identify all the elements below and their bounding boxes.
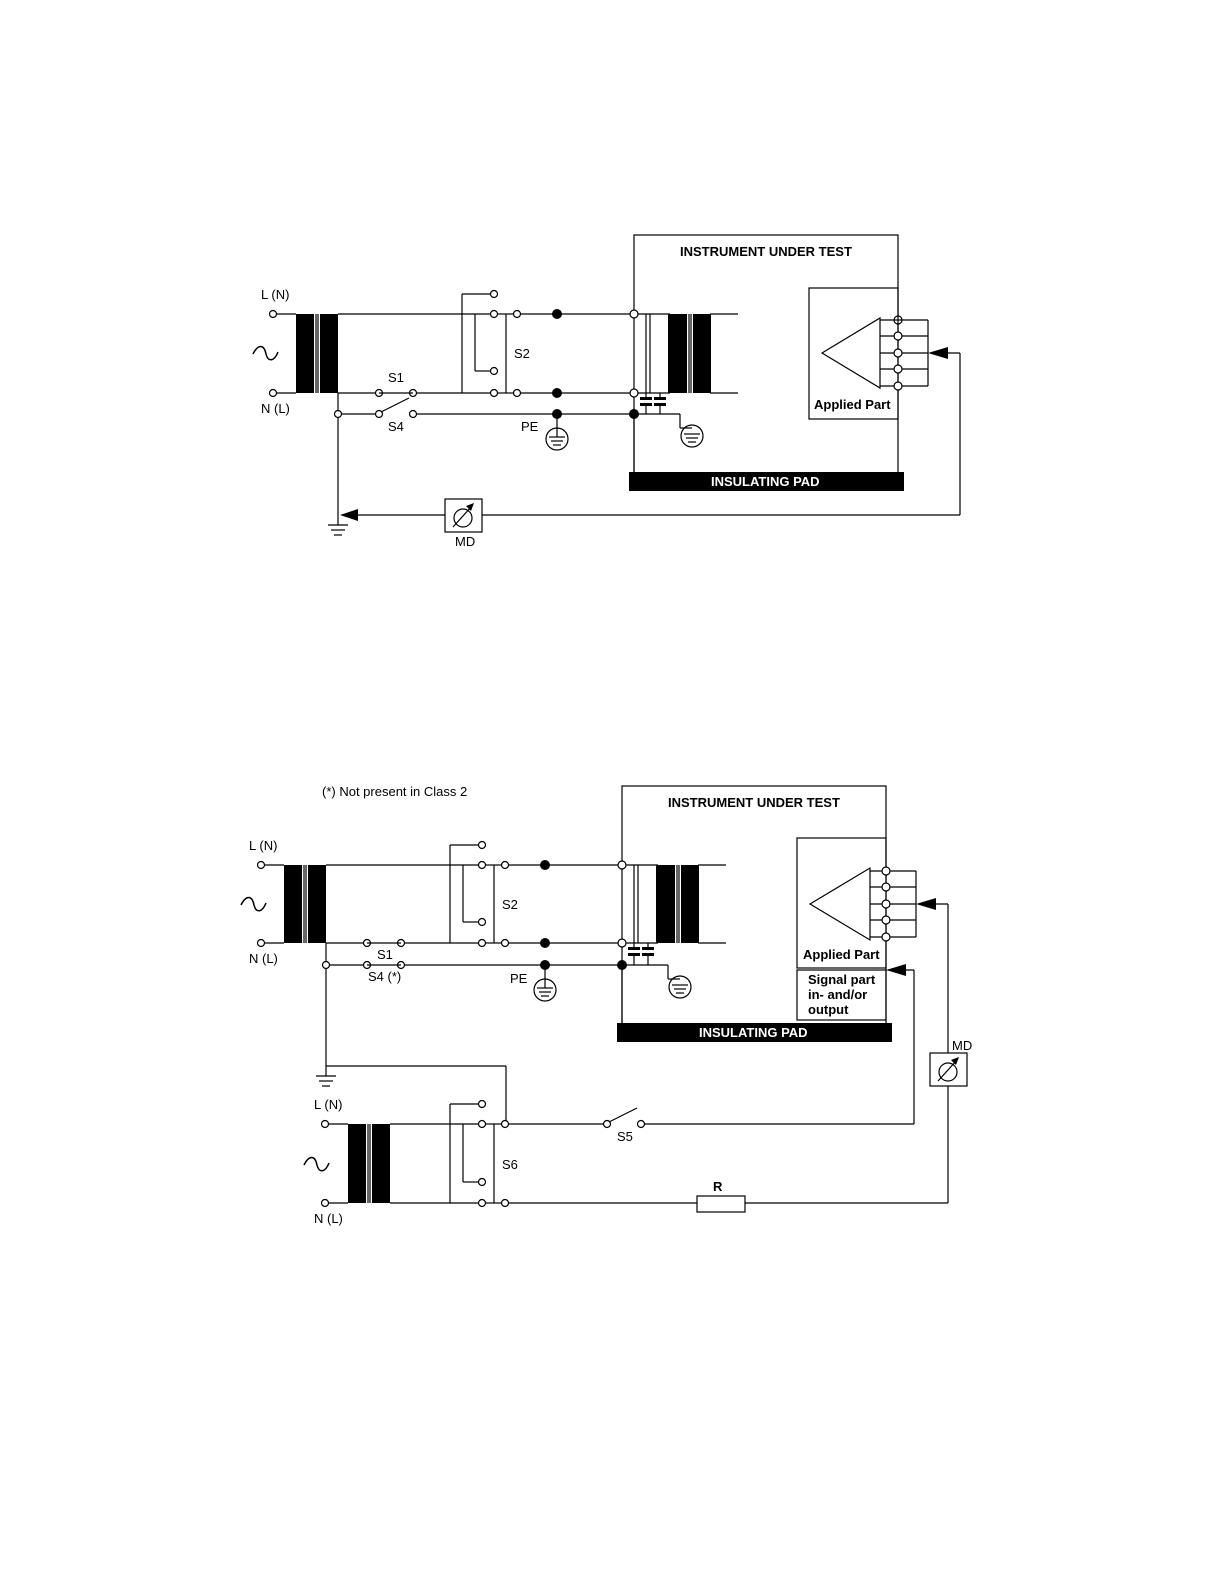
applied-part-connectors-2 xyxy=(870,867,916,941)
entry-terminal-l xyxy=(630,310,638,318)
measuring-device-icon xyxy=(445,499,482,532)
isolation-transformer-icon xyxy=(296,314,338,393)
junction-l xyxy=(552,309,562,319)
mains-label-n: N (L) xyxy=(261,401,290,416)
s1-label-2: S1 xyxy=(377,947,393,962)
junction-n-2 xyxy=(540,938,550,948)
s2-label-2: S2 xyxy=(502,897,518,912)
s4-terminal-b xyxy=(410,411,417,418)
earth-ground-icon-2 xyxy=(316,1066,336,1086)
signal-part-line-1: Signal part xyxy=(808,972,876,987)
class-note: (*) Not present in Class 2 xyxy=(322,784,467,799)
pe-ground-icon xyxy=(546,428,568,450)
earth-ground-icon xyxy=(328,515,348,535)
bottom-diagram: (*) Not present in Class 2 L (N) N (L) S… xyxy=(241,784,972,1226)
s6-label: S6 xyxy=(502,1157,518,1172)
insulating-pad-label: INSULATING PAD xyxy=(711,474,820,489)
pe-ground-icon-2 xyxy=(534,979,556,1001)
entry-terminal-l-2 xyxy=(618,861,626,869)
supply2-transformer-icon xyxy=(348,1124,390,1203)
supply2-terminal-n xyxy=(322,1200,329,1207)
md-label: MD xyxy=(455,534,475,549)
mains-terminal-n-2 xyxy=(258,940,265,947)
filter-capacitor-icon-2 xyxy=(628,943,654,965)
s2-switch-2 xyxy=(450,842,509,947)
supply2-label-n: N (L) xyxy=(314,1211,343,1226)
resistor-icon xyxy=(697,1196,745,1212)
s2-switch xyxy=(462,291,521,397)
s1-label: S1 xyxy=(388,370,404,385)
s5-terminal-b xyxy=(638,1121,645,1128)
ac-source-icon-3 xyxy=(304,1158,329,1171)
isolation-transformer-icon-2 xyxy=(284,865,326,943)
insulating-pad-label-2: INSULATING PAD xyxy=(699,1025,808,1040)
applied-part-label-2: Applied Part xyxy=(803,947,880,962)
instrument-title: INSTRUMENT UNDER TEST xyxy=(680,244,852,259)
pe-label-2: PE xyxy=(510,971,528,986)
internal-transformer-icon-2 xyxy=(634,865,699,943)
top-diagram: L (N) N (L) S1 S4 xyxy=(253,235,960,549)
s5-label: S5 xyxy=(617,1129,633,1144)
s4-label: S4 xyxy=(388,419,404,434)
internal-transformer-icon xyxy=(646,314,711,393)
supply2-label-l: L (N) xyxy=(314,1097,342,1112)
probe-arrow-icon xyxy=(928,347,948,359)
applied-part-label: Applied Part xyxy=(814,397,891,412)
applied-part-connectors xyxy=(880,316,928,390)
md-label-2: MD xyxy=(952,1038,972,1053)
ground-arrow-icon xyxy=(340,509,358,521)
ac-source-icon xyxy=(253,347,278,360)
mains-label-n-2: N (L) xyxy=(249,951,278,966)
mains-label-l: L (N) xyxy=(261,287,289,302)
s6-switch xyxy=(450,1101,509,1207)
amplifier-icon xyxy=(822,318,880,388)
junction-n xyxy=(552,388,562,398)
supply2-terminal-l xyxy=(322,1121,329,1128)
filter-capacitor-icon xyxy=(640,393,666,414)
s5-blade xyxy=(609,1108,637,1122)
instrument-ground-icon-2 xyxy=(668,976,691,998)
applied-probe-arrow-icon xyxy=(916,898,936,910)
amplifier-icon-2 xyxy=(810,868,870,940)
signal-part-line-2: in- and/or xyxy=(808,987,867,1002)
s2-label: S2 xyxy=(514,346,530,361)
signal-part-line-3: output xyxy=(808,1002,849,1017)
mains-label-l-2: L (N) xyxy=(249,838,277,853)
s4-blade xyxy=(381,398,409,412)
mains-terminal-l-2 xyxy=(258,862,265,869)
entry-terminal-n xyxy=(630,389,638,397)
signal-probe-arrow-icon xyxy=(886,964,906,976)
mains-terminal-n xyxy=(270,390,277,397)
pe-tap-node xyxy=(335,411,342,418)
pe-tap-node-2 xyxy=(323,962,330,969)
resistor-label: R xyxy=(713,1179,723,1194)
s4-label-2: S4 (*) xyxy=(368,969,401,984)
entry-terminal-n-2 xyxy=(618,939,626,947)
measuring-device-icon-2 xyxy=(930,1053,967,1086)
instrument-ground-icon xyxy=(680,425,703,447)
junction-l-2 xyxy=(540,860,550,870)
instrument-title-2: INSTRUMENT UNDER TEST xyxy=(668,795,840,810)
ac-source-icon-2 xyxy=(241,898,266,911)
pe-label: PE xyxy=(521,419,539,434)
mains-terminal-l xyxy=(270,311,277,318)
